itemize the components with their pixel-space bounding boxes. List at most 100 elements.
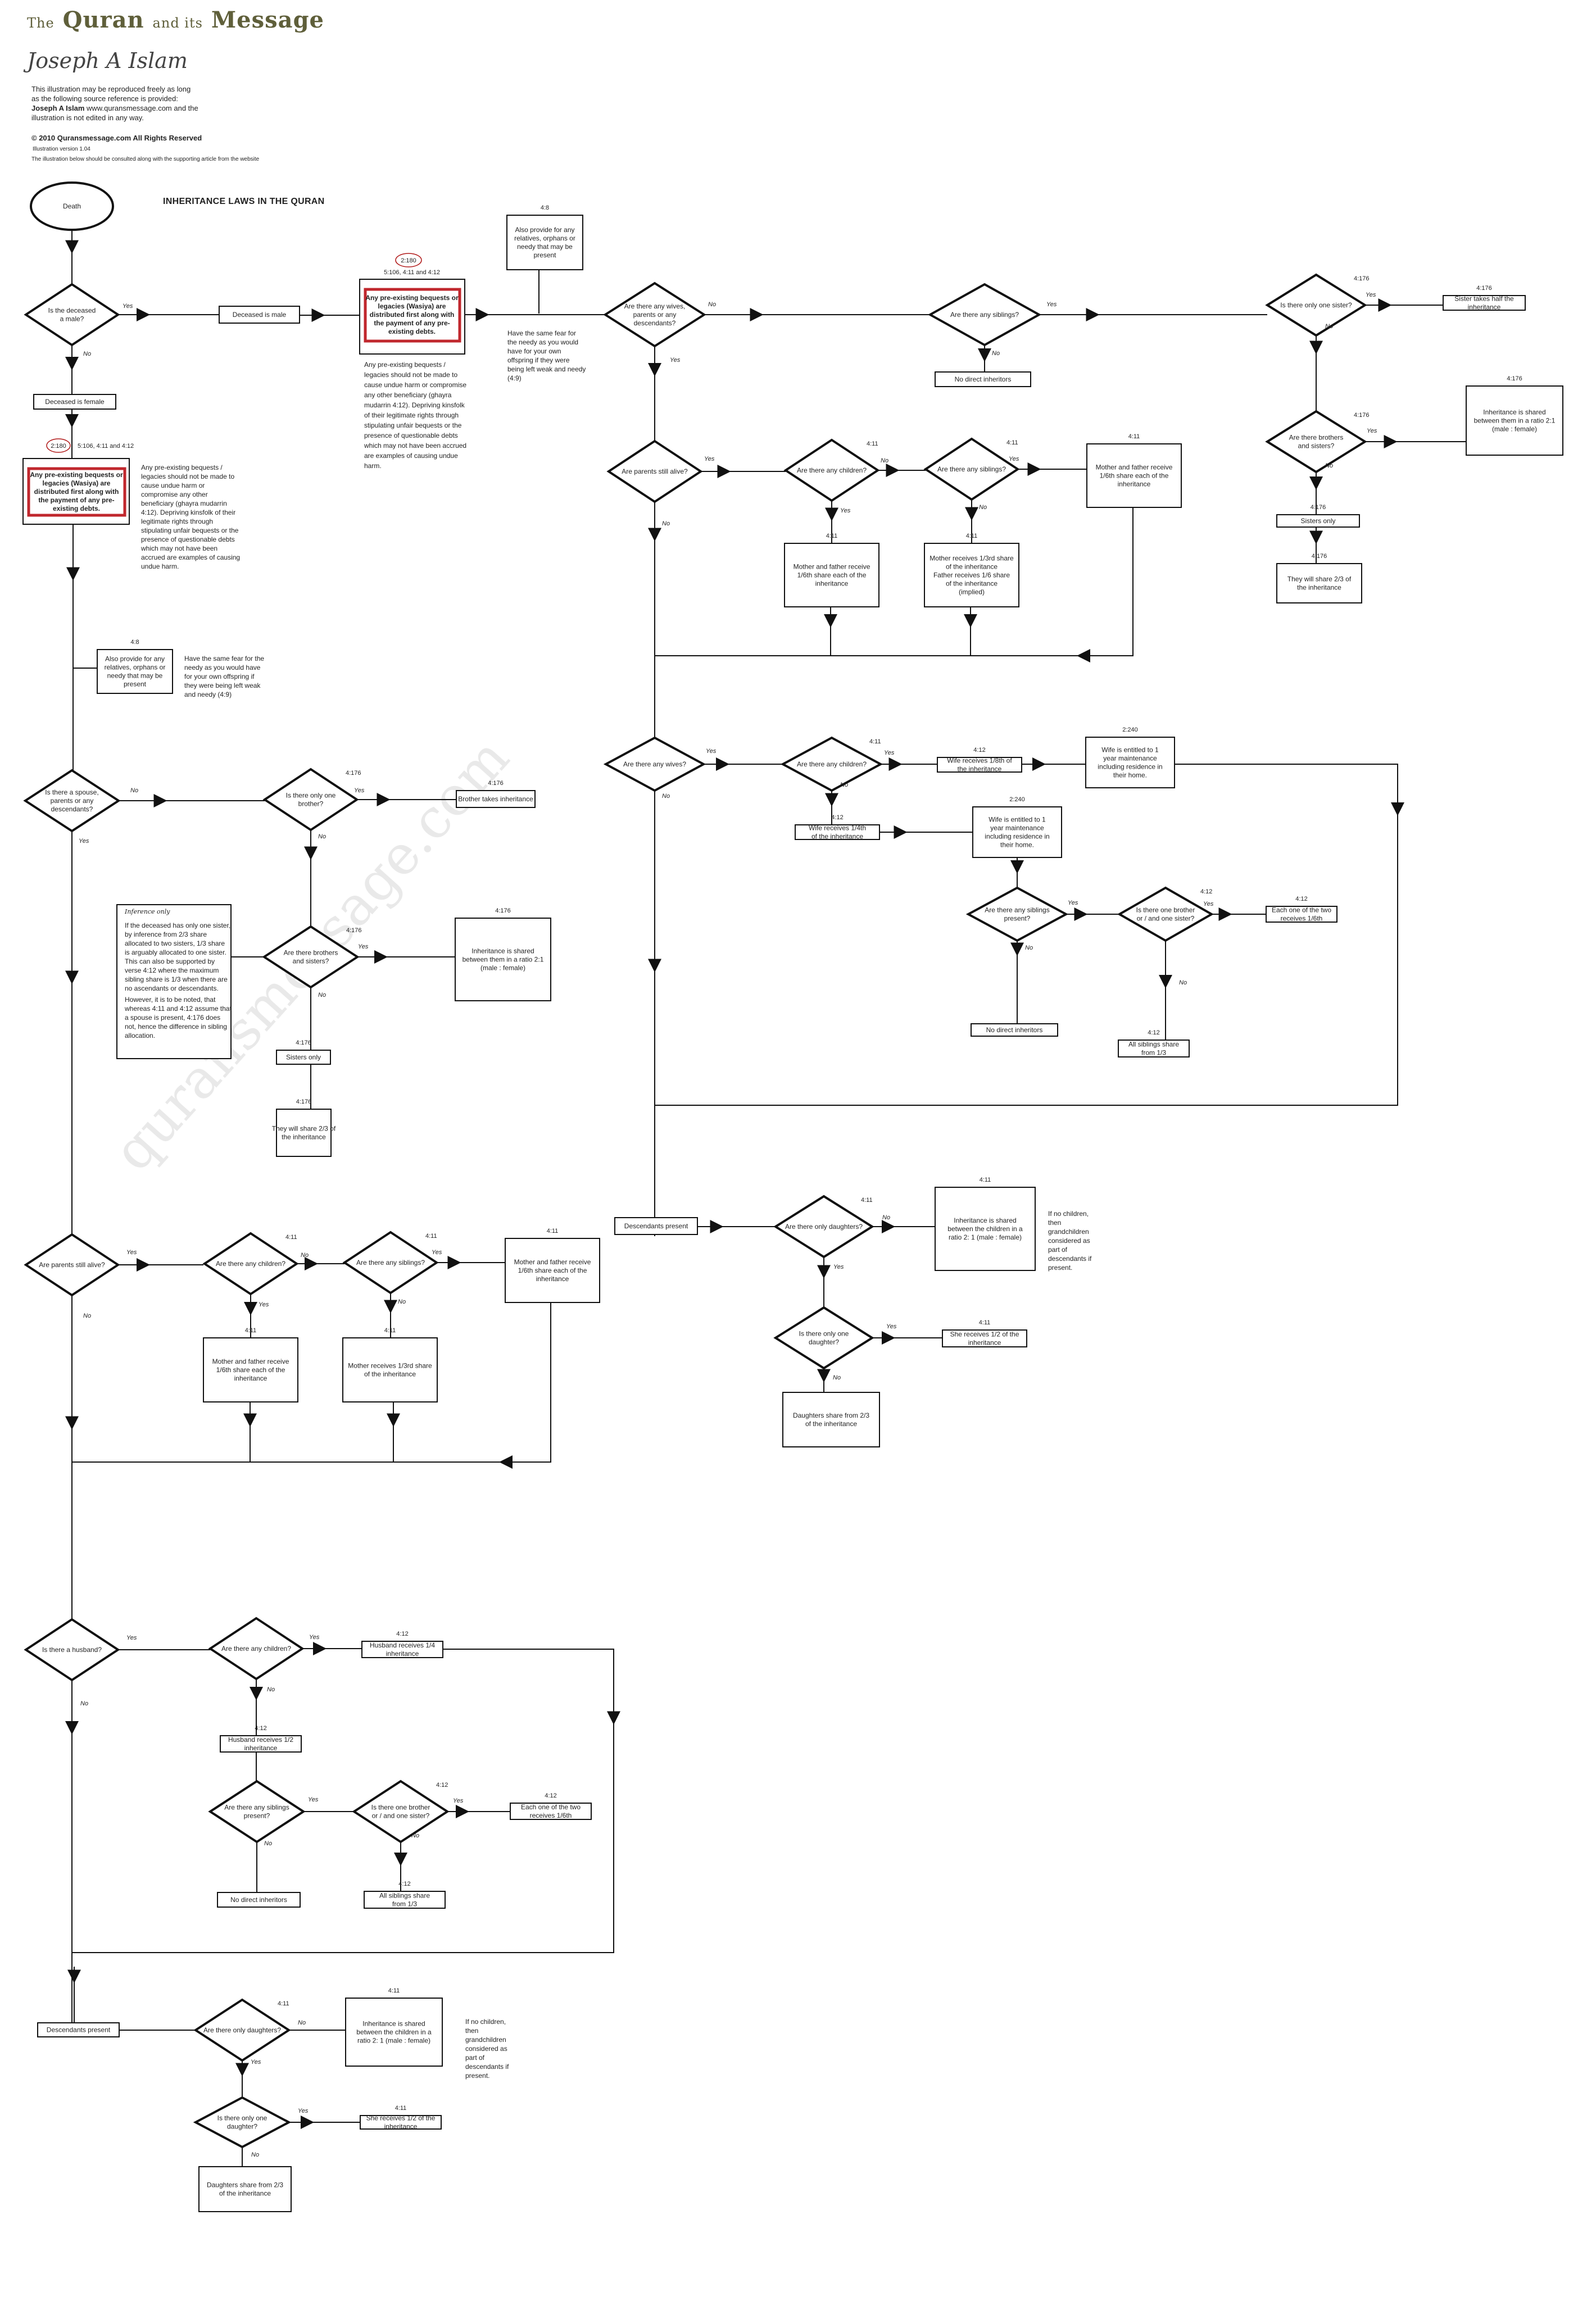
m-wife-maint-b-box-text: Wife is entitled to 1 — [989, 816, 1046, 824]
m-one-bro-sis-decision-text: Is there one brother — [1136, 906, 1195, 914]
yes-label: Yes — [884, 750, 895, 756]
f-all-sib-13-box-text: from 1/3 — [392, 1900, 417, 1908]
yes-label: Yes — [1203, 901, 1214, 907]
f-one-brother-decision — [262, 768, 359, 832]
m-one-bro-sis-decision-ref: 4:12 — [1200, 888, 1212, 895]
m-only-daughters-decision-ref: 4:11 — [861, 1197, 873, 1204]
m-all-sib-13-box-ref: 4:12 — [1148, 1029, 1159, 1036]
f-sib-present-decision-text: Are there any siblings — [224, 1804, 289, 1812]
f-husb-12-box-ref: 4:12 — [255, 1725, 266, 1732]
yes-label: Yes — [358, 943, 369, 950]
m-shared-21-box-ref: 4:176 — [1507, 375, 1522, 382]
f-husb-14-box — [361, 1641, 443, 1658]
no-label: No — [398, 1299, 406, 1305]
no-label: No — [301, 1252, 309, 1259]
f-husband-decision-text: Is there a husband? — [42, 1646, 102, 1654]
f-bro-sis-decision-text: Are there brothers — [284, 949, 338, 957]
f-children-decision-text: Are there any children? — [216, 1260, 285, 1268]
deceased-female-box-text: Deceased is female — [45, 398, 105, 406]
f-one-daughter-decision — [193, 2096, 292, 2149]
male-grandchildren-note: If no children, then grandchildren consi… — [1048, 1210, 1092, 1272]
m-children-decision-text: Are there any children? — [797, 466, 867, 474]
no-label: No — [979, 504, 987, 511]
female-provide-box-text: Also provide for any — [105, 655, 165, 663]
yes-label: Yes — [126, 1249, 137, 1256]
m-siblings2-decision-ref: 4:11 — [1006, 439, 1018, 446]
f-each-16-box-ref: 4:12 — [545, 1792, 556, 1799]
f-shared-21-box-text: between them in a ratio 2:1 — [463, 956, 544, 964]
m-any-wives-decision-text: Are there any wives? — [623, 760, 686, 768]
female-bequest-text: existing debts. — [53, 505, 100, 512]
m-all-sib-13-box — [1118, 1040, 1190, 1057]
m-mf-16-a-box — [1086, 443, 1182, 508]
m-siblings2-decision — [923, 437, 1020, 501]
no-label: No — [881, 457, 888, 464]
no-label: No — [833, 1374, 841, 1381]
no-label: No — [840, 782, 848, 788]
m-each-16-box-ref: 4:12 — [1295, 896, 1307, 902]
no-label: No — [662, 520, 670, 527]
f-share-23-box-ref: 4:176 — [296, 1099, 312, 1105]
yes-label: Yes — [704, 456, 715, 462]
male-provide-box-text: Also provide for any — [515, 226, 574, 234]
f-brother-takes-box-text: Brother takes inheritance — [458, 795, 533, 803]
m-wife-maint-b-box — [972, 806, 1062, 858]
yes-label: Yes — [1367, 428, 1377, 434]
male-bequest-text: existing debts. — [388, 328, 436, 335]
m-mother-13-box-text: Mother receives 1/3rd share — [930, 555, 1014, 562]
f-mf-16-b-box-text: Mother and father receive — [212, 1358, 289, 1365]
f-only-daughters-decision — [193, 1998, 291, 2062]
m-mother-13-box-text: of the inheritance — [946, 580, 998, 588]
is-male-decision — [24, 283, 120, 347]
m-children-21-box-text: ratio 2: 1 (male : female) — [949, 1233, 1022, 1241]
f-mf-16-a-box — [505, 1238, 600, 1303]
no-label: No — [411, 1832, 419, 1839]
f-husband-decision — [24, 1618, 120, 1682]
notice-author: Joseph A Islam — [31, 104, 85, 112]
male-bequest-ref-circle — [395, 253, 422, 267]
yes-label: Yes — [251, 2059, 261, 2066]
m-wife-maint-a-box-text: year maintenance — [1103, 755, 1157, 762]
f-sisters-only-box-text: Sisters only — [286, 1054, 321, 1061]
no-label: No — [130, 787, 138, 794]
no-label: No — [298, 2019, 306, 2026]
f-children-21-box-text: Inheritance is shared — [362, 2020, 425, 2028]
male-bequest-text: legacies (Wasiya) are — [378, 302, 446, 310]
no-label: No — [708, 301, 716, 308]
m-wives-parents-desc-decision — [603, 282, 706, 348]
yes-label: Yes — [432, 1249, 442, 1256]
f-desc-present-box-text: Descendants present — [47, 2026, 111, 2034]
m-only-daughters-decision — [773, 1195, 874, 1259]
m-children-21-box — [935, 1187, 1036, 1271]
m-she-12-box-ref: 4:11 — [979, 1319, 991, 1326]
m-wife-14-box-text: Wife receives 1/4th — [809, 824, 866, 832]
m-sib-present-decision — [965, 886, 1069, 942]
brand-message: Message — [211, 7, 324, 33]
f-children-21-box-text: between the children in a — [356, 2028, 432, 2036]
inference-title: Inference only — [125, 908, 170, 915]
no-label: No — [251, 2151, 259, 2158]
female-bequest-ref-circle — [46, 438, 71, 453]
copyright: © 2010 Quransmessage.com All Rights Rese… — [31, 134, 202, 142]
male-provide-box-text: present — [533, 251, 556, 259]
m-all-sib-13-box-text: All siblings share — [1128, 1041, 1179, 1048]
m-mf-16-b-box-text: 1/6th share each of the — [797, 571, 867, 579]
m-sisters-only-box — [1276, 514, 1360, 528]
deceased-female-box — [33, 394, 116, 410]
f-each-16-box-text: receives 1/6th — [530, 1812, 572, 1819]
m-wife-18-box-text: the inheritance — [958, 765, 1002, 773]
m-children3-decision-text: Are there any children? — [797, 760, 867, 768]
m-siblings2-decision-text: Are there any siblings? — [937, 465, 1006, 473]
no-label: No — [318, 833, 326, 840]
f-one-brother-decision-text: Is there only one — [286, 792, 336, 800]
m-sister-half-box-text: inheritance — [1468, 303, 1501, 311]
f-brother-takes-box-ref: 4:176 — [488, 780, 504, 787]
f-husb-12-box — [220, 1735, 302, 1753]
yes-label: Yes — [309, 1634, 320, 1641]
m-wife-maint-b-box-text: including residence in — [985, 833, 1049, 841]
f-one-brother-decision-text: brother? — [298, 800, 324, 808]
f-parents-alive-decision — [24, 1233, 120, 1297]
f-children-21-box-ref: 4:11 — [388, 1987, 400, 1994]
m-wife-18-box — [937, 757, 1022, 773]
